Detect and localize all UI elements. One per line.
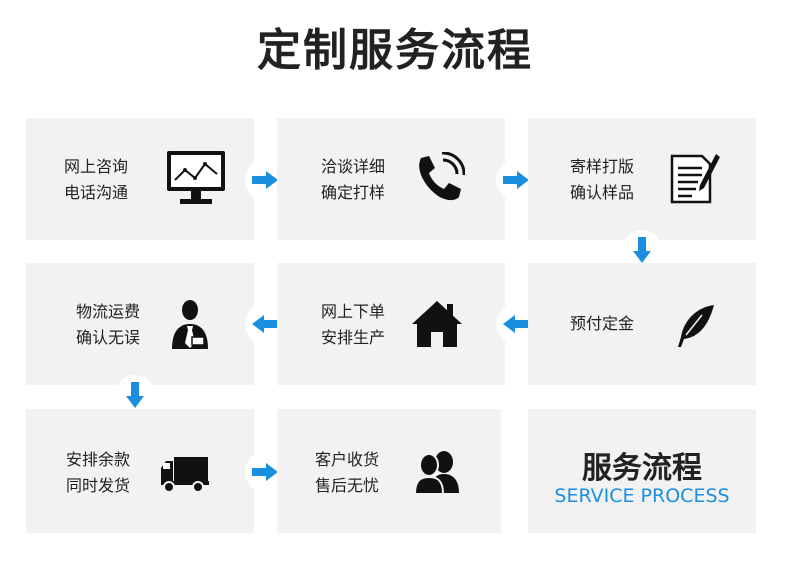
step-line-1: 网上咨询 — [64, 157, 129, 176]
step-label: 网上下单 安排生产 — [321, 299, 385, 351]
step-line-2: 确认无误 — [76, 328, 141, 347]
step-line-2: 确认样品 — [570, 183, 635, 202]
step-card-2: 洽谈详细 确定打样 — [277, 118, 505, 240]
step-line-1: 客户收货 — [315, 450, 380, 469]
step-label: 客户收货 售后无忧 — [315, 447, 379, 499]
step-card-5: 网上下单 安排生产 — [277, 263, 505, 385]
step-line-1: 安排余款 — [66, 450, 131, 469]
step-card-4: 预付定金 — [528, 263, 756, 385]
truck-icon — [160, 453, 210, 497]
feather-quill-icon — [672, 303, 716, 353]
step-line-2: 同时发货 — [66, 476, 131, 495]
step-card-7: 安排余款 同时发货 — [26, 409, 254, 533]
step-line-1: 洽谈详细 — [321, 157, 386, 176]
monitor-chart-icon — [164, 148, 228, 212]
phone-icon — [413, 151, 466, 208]
step-line-2: 售后无忧 — [315, 476, 380, 495]
step-line-1: 物流运费 — [76, 302, 141, 321]
step-line-2: 安排生产 — [321, 328, 386, 347]
page-title: 定制服务流程 — [257, 25, 533, 76]
step-card-8: 客户收货 售后无忧 — [277, 409, 501, 533]
step-card-1: 网上咨询 电话沟通 — [26, 118, 254, 240]
user-tie-icon — [170, 299, 210, 355]
summary-title: 服务流程 — [582, 451, 702, 486]
step-label: 预付定金 — [570, 311, 634, 337]
summary-card: 服务流程 SERVICE PROCESS — [528, 409, 756, 533]
step-label: 洽谈详细 确定打样 — [321, 154, 385, 206]
house-icon — [411, 299, 463, 353]
step-label: 物流运费 确认无误 — [76, 299, 140, 351]
step-card-6: 物流运费 确认无误 — [26, 263, 254, 385]
step-label: 网上咨询 电话沟通 — [64, 154, 128, 206]
summary-subtitle: SERVICE PROCESS — [554, 485, 730, 507]
step-label: 安排余款 同时发货 — [66, 447, 130, 499]
arrow-down-icon — [115, 375, 155, 415]
step-line-2: 电话沟通 — [64, 183, 129, 202]
step-label: 寄样打版 确认样品 — [570, 154, 634, 206]
customers-icon — [413, 449, 461, 499]
step-line-1: 网上下单 — [321, 302, 386, 321]
step-card-3: 寄样打版 确认样品 — [528, 118, 756, 240]
step-line-1: 寄样打版 — [570, 157, 635, 176]
step-line-2: 确定打样 — [321, 183, 386, 202]
document-pen-icon — [668, 152, 722, 210]
step-line-1: 预付定金 — [570, 314, 635, 333]
